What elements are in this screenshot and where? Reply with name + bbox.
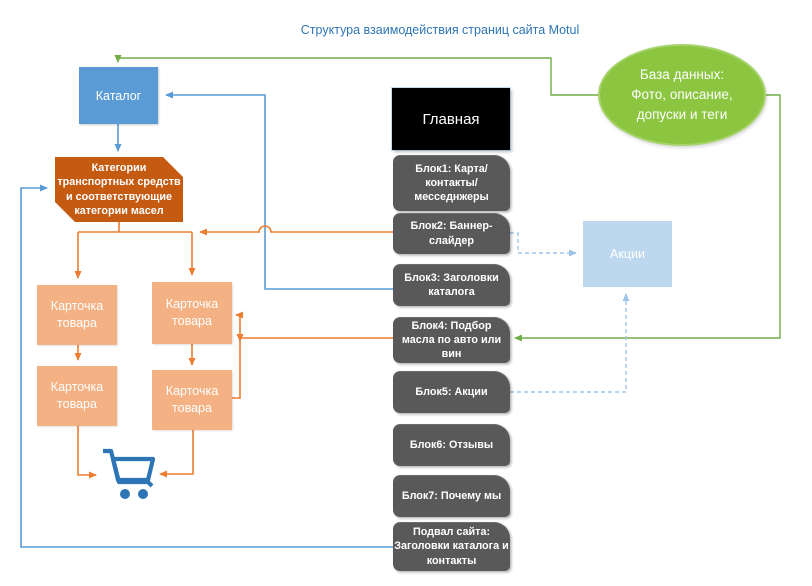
node-block5-promotions: Блок5: Акции [393,371,510,413]
node-block4-oil-selection: Блок4: Подбор масла по авто или вин [393,317,510,363]
node-block6-reviews: Блок6: Отзывы [393,424,510,466]
diagram-title: Структура взаимодействия страниц сайта M… [300,23,580,37]
connector-block2-to-akcii [510,232,577,257]
node-katalog: Каталог [79,67,158,124]
connector-card3-to-cart [77,426,97,479]
connector-card4-to-cart [159,430,194,478]
node-block3-catalog-headers: Блок3: Заголовки каталога [393,264,510,306]
node-vehicle-categories: Категории транспортных средств и соответ… [55,157,183,222]
node-block2-banner-slider: Блок2: Баннер- слайдер [393,213,510,254]
connector-podval-to-categories [20,184,393,548]
node-product-card-3: Карточка товара [37,366,117,426]
connector-database-to-katalog [114,55,598,96]
connector-database-to-block4 [514,94,781,342]
node-product-card-4: Карточка товара [152,370,232,430]
connector-block4-to-cards [236,334,393,342]
node-promotions-page: Акции [583,221,672,287]
shopping-cart-icon [103,448,156,499]
connector-block3-to-katalog [165,91,393,290]
connector-categories-branch [78,222,192,233]
node-block7-why-us: Блок7: Почему мы [393,475,510,517]
node-database-ellipse: База данных: Фото, описание, допуски и т… [598,44,766,146]
node-main-page: Главная [392,88,510,150]
node-product-card-2: Карточка товара [152,282,232,344]
node-footer: Подвал сайта: Заголовки каталога и конта… [393,522,510,571]
connector-block2-to-branch [199,225,393,236]
connector-card4-to-card2 [232,311,243,399]
connector-block5-to-akcii [510,293,630,393]
node-product-card-1: Карточка товара [37,285,117,345]
node-block1-map-contacts: Блок1: Карта/ контакты/ месседнжеры [393,155,510,211]
